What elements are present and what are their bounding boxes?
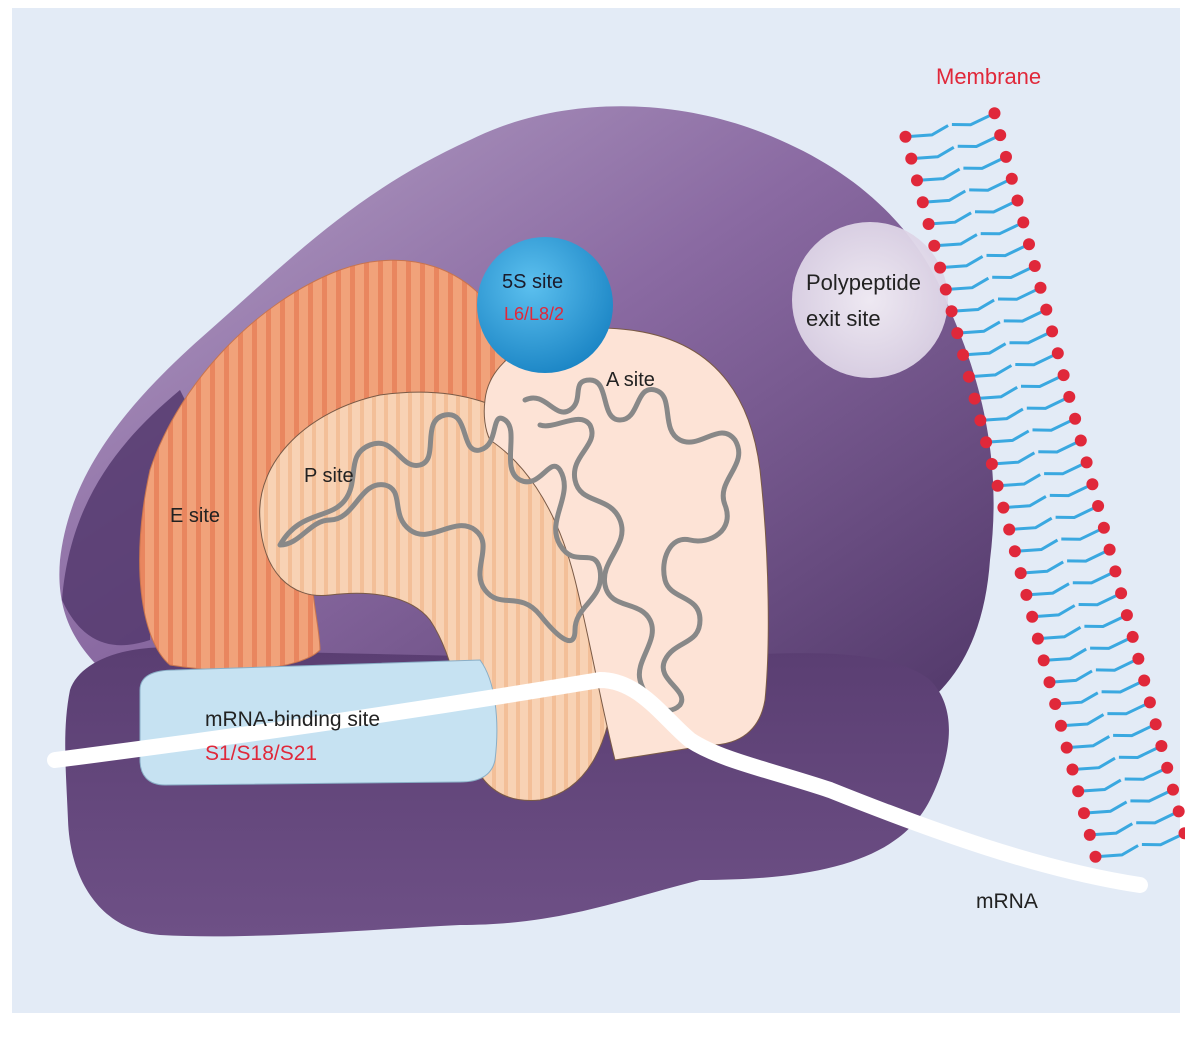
lipid-head <box>1138 675 1150 687</box>
lipid-head <box>1052 347 1064 359</box>
lipid-head <box>989 107 1001 119</box>
lipid-head <box>917 196 929 208</box>
lipid-head <box>1150 718 1162 730</box>
lipid-head <box>1081 456 1093 468</box>
lipid-head <box>974 414 986 426</box>
mrna-binding-proteins-label: S1/S18/S21 <box>205 742 317 765</box>
p-site-label: P site <box>304 465 354 487</box>
mrna-label: mRNA <box>976 890 1038 913</box>
lipid-head <box>900 131 912 143</box>
lipid-head <box>957 349 969 361</box>
lipid-head <box>923 218 935 230</box>
lipid-head <box>1167 784 1179 796</box>
lipid-head <box>911 174 923 186</box>
lipid-head <box>1173 805 1185 817</box>
lipid-head <box>1086 478 1098 490</box>
lipid-head <box>934 262 946 274</box>
lipid-head <box>1012 195 1024 207</box>
lipid-head <box>1000 151 1012 163</box>
lipid-head <box>1038 654 1050 666</box>
polypeptide-exit-label-line1: Polypeptide <box>806 270 921 295</box>
lipid-head <box>1058 369 1070 381</box>
lipid-head <box>1092 500 1104 512</box>
lipid-head <box>1061 742 1073 754</box>
lipid-head <box>969 393 981 405</box>
lipid-head <box>1029 260 1041 272</box>
lipid-head <box>1049 698 1061 710</box>
five-s-site-label: 5S site <box>502 271 563 293</box>
lipid-head <box>986 458 998 470</box>
lipid-head <box>1020 589 1032 601</box>
lipid-head <box>997 502 1009 514</box>
mrna-binding-site-label: mRNA-binding site <box>205 708 380 731</box>
lipid-head <box>994 129 1006 141</box>
lipid-head <box>1006 173 1018 185</box>
lipid-head <box>992 480 1004 492</box>
lipid-head <box>905 153 917 165</box>
lipid-head <box>1015 567 1027 579</box>
lipid-head <box>1026 611 1038 623</box>
a-site-label: A site <box>606 369 655 391</box>
lipid-head <box>1161 762 1173 774</box>
lipid-head <box>1132 653 1144 665</box>
lipid-head <box>1055 720 1067 732</box>
lipid-head <box>980 436 992 448</box>
lipid-head <box>1144 696 1156 708</box>
lipid-head <box>1040 304 1052 316</box>
lipid-head <box>1098 522 1110 534</box>
lipid-head <box>1115 587 1127 599</box>
lipid-head <box>1084 829 1096 841</box>
lipid-head <box>928 240 940 252</box>
lipid-head <box>1075 435 1087 447</box>
lipid-head <box>951 327 963 339</box>
lipid-head <box>1072 785 1084 797</box>
lipid-head <box>1046 325 1058 337</box>
membrane-label: Membrane <box>936 64 1041 89</box>
lipid-head <box>1017 216 1029 228</box>
lipid-head <box>1044 676 1056 688</box>
lipid-head <box>1104 544 1116 556</box>
lipid-head <box>1063 391 1075 403</box>
lipid-head <box>1069 413 1081 425</box>
polypeptide-exit-label-line2: exit site <box>806 306 881 331</box>
lipid-head <box>1023 238 1035 250</box>
lipid-head <box>1035 282 1047 294</box>
lipid-head <box>1067 764 1079 776</box>
lipid-head <box>1009 545 1021 557</box>
lipid-head <box>1121 609 1133 621</box>
lipid-head <box>940 284 952 296</box>
lipid-head <box>1003 524 1015 536</box>
polypeptide-exit-site <box>792 222 948 378</box>
lipid-head <box>1127 631 1139 643</box>
lipid-head <box>1155 740 1167 752</box>
lipid-head <box>1109 565 1121 577</box>
lipid-head <box>1078 807 1090 819</box>
lipid-head <box>1032 633 1044 645</box>
lipid-head <box>1090 851 1102 863</box>
e-site-label: E site <box>170 505 220 527</box>
lipid-head <box>963 371 975 383</box>
five-s-proteins-label: L6/L8/2 <box>504 304 564 324</box>
lipid-head <box>946 305 958 317</box>
